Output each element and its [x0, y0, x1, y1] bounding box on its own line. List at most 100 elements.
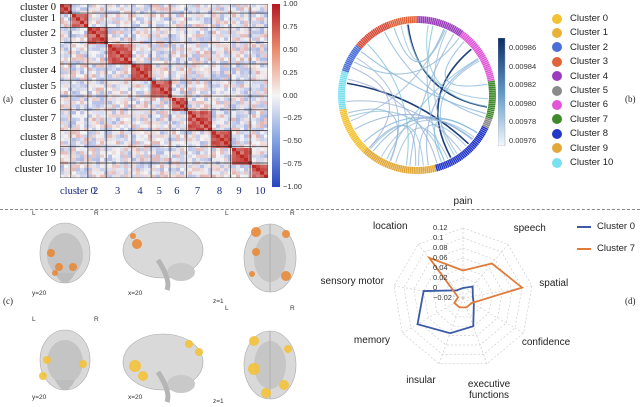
heatmap-cell	[216, 30, 221, 35]
heatmap-cell	[92, 157, 97, 162]
heatmap-cell	[164, 114, 169, 119]
heatmap-cell	[180, 80, 185, 85]
heatmap-cell	[228, 174, 233, 178]
heatmap-cell	[180, 104, 185, 109]
heatmap-cell	[204, 114, 209, 119]
heatmap-cell	[68, 50, 73, 55]
heatmap-cell	[84, 117, 89, 122]
chord-link	[367, 43, 409, 166]
chord-ring-tick	[344, 124, 352, 129]
heatmap-cell	[264, 20, 268, 25]
heatmap-cell	[252, 74, 257, 78]
heatmap-cell	[64, 141, 69, 145]
heatmap-cell	[100, 67, 105, 72]
heatmap-cell	[252, 151, 257, 155]
heatmap-cell	[92, 137, 97, 142]
heatmap-cell	[116, 97, 121, 102]
heatmap-cell	[228, 124, 233, 129]
heatmap-cell	[156, 67, 161, 72]
heatmap-cell	[136, 4, 141, 8]
heatmap-cell	[152, 74, 157, 78]
heatmap-cell	[188, 111, 193, 115]
heatmap-cell	[252, 17, 257, 22]
heatmap-cell	[108, 54, 113, 58]
heatmap-cell	[228, 84, 233, 88]
heatmap-cell	[204, 134, 209, 139]
heatmap-cell	[196, 57, 201, 62]
heatmap-cell	[260, 7, 265, 11]
heatmap-cell	[160, 17, 165, 22]
heatmap-cell	[148, 84, 153, 88]
heatmap-cell	[100, 84, 105, 88]
legend-item: Cluster 2	[552, 41, 608, 54]
heatmap-cell	[64, 151, 69, 155]
heatmap-cell	[112, 157, 117, 162]
heatmap-cell	[124, 50, 129, 55]
heatmap-cell	[188, 101, 193, 105]
heatmap-cell	[96, 124, 101, 129]
heatmap-cell	[192, 167, 197, 172]
heatmap-cell	[216, 77, 221, 82]
heatmap-cell	[212, 10, 217, 15]
heatmap-cell	[60, 10, 65, 15]
heatmap-cell	[160, 14, 165, 18]
heatmap-cell	[256, 80, 261, 85]
heatmap-colorbar-tick: 0.25	[283, 67, 298, 77]
heatmap-cell	[92, 20, 97, 25]
heatmap-cell	[152, 17, 157, 22]
heatmap-cell	[236, 127, 241, 132]
heatmap-cell	[232, 50, 237, 55]
heatmap-cell	[252, 24, 257, 28]
heatmap-cell	[120, 167, 125, 172]
heatmap-cell	[76, 64, 81, 68]
heatmap-cell	[200, 47, 205, 52]
heatmap-cell	[220, 114, 225, 119]
heatmap-cell	[204, 27, 209, 32]
heatmap-cell	[108, 117, 113, 122]
chord-ring-tick	[357, 41, 364, 48]
heatmap-cell	[236, 157, 241, 162]
heatmap-row-label: cluster 10	[14, 163, 56, 175]
heatmap-cell	[148, 87, 153, 92]
heatmap-cell	[68, 54, 73, 58]
heatmap-cell	[180, 4, 185, 8]
heatmap-cell	[232, 164, 237, 169]
heatmap-cell	[188, 127, 193, 132]
heatmap-cell	[192, 91, 197, 95]
heatmap-cell	[188, 74, 193, 78]
chord-ring	[338, 15, 496, 175]
chord-ring-tick	[388, 20, 393, 29]
heatmap-cell	[136, 30, 141, 35]
heatmap-cell	[92, 17, 97, 22]
heatmap-cell	[132, 141, 137, 145]
heatmap-cell	[124, 134, 129, 139]
heatmap-cell	[264, 4, 268, 8]
heatmap-cell	[200, 164, 205, 169]
heatmap-cell	[108, 141, 113, 145]
chord-ring-tick	[475, 135, 483, 141]
heatmap-cell	[220, 70, 225, 75]
heatmap-cell	[92, 4, 97, 8]
heatmap-cell	[212, 117, 217, 122]
heatmap-cell	[256, 131, 261, 135]
heatmap-cell	[92, 87, 97, 92]
heatmap-cell	[108, 101, 113, 105]
heatmap-cell	[68, 44, 73, 48]
chord-ring-tick	[351, 49, 359, 55]
heatmap-cell	[96, 171, 101, 175]
heatmap-cell	[260, 70, 265, 75]
heatmap-cell	[140, 60, 145, 65]
heatmap-cell	[60, 127, 65, 132]
heatmap-cell	[240, 27, 245, 32]
heatmap-cell	[188, 134, 193, 139]
heatmap-cell	[176, 60, 181, 65]
chord-ring-tick	[341, 117, 350, 122]
heatmap-cell	[160, 151, 165, 155]
heatmap-cell	[100, 74, 105, 78]
chord-link	[346, 82, 470, 145]
chord-ring-tick	[342, 119, 350, 123]
heatmap-cell	[244, 137, 249, 142]
heatmap-cell	[232, 67, 237, 72]
heatmap-cell	[144, 57, 149, 62]
heatmap-cell	[260, 34, 265, 38]
